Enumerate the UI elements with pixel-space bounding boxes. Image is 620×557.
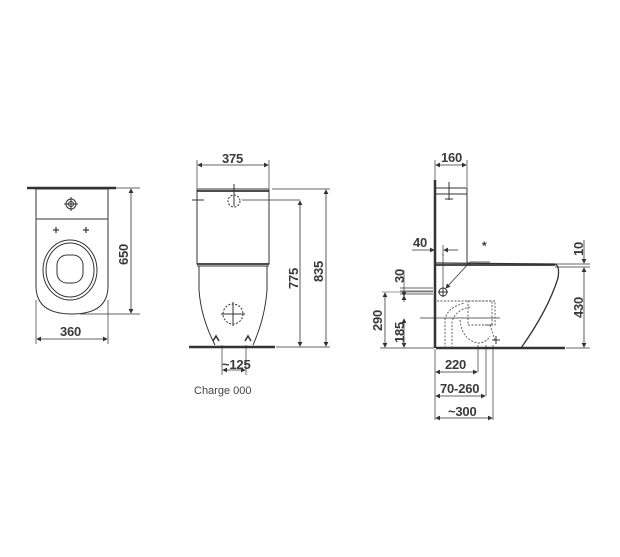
dim-offset: 40 (413, 235, 428, 250)
dim-overall-depth: ~300 (448, 404, 477, 419)
mounting-hole-icon (53, 227, 89, 233)
note-marker: * (482, 239, 487, 253)
dim-total-height: 835 (311, 260, 326, 282)
dim-inlet-height: 290 (370, 309, 385, 331)
dim-rim-gap: 10 (571, 241, 586, 256)
dim-inlet-gap: 30 (392, 268, 407, 283)
variant-caption: Charge 000 (194, 385, 252, 397)
water-inlet-icon (438, 287, 448, 297)
flush-button-icon (64, 197, 78, 211)
top-view (27, 186, 140, 344)
front-view (189, 160, 330, 375)
dim-top-depth: 650 (116, 243, 131, 265)
dim-outlet-height: 775 (286, 267, 301, 289)
dim-cistern-depth: 160 (441, 150, 463, 165)
dim-top-width: 360 (60, 324, 82, 339)
side-view (380, 160, 590, 421)
flush-valve-icon (227, 194, 241, 208)
dim-outlet-range: 70-260 (440, 381, 480, 396)
dim-seat-height: 430 (571, 296, 586, 318)
trap-outline (437, 300, 496, 348)
dim-fixing-spacing: ~125 (222, 357, 251, 372)
dim-outlet-center: 185 (392, 321, 407, 343)
dim-front-width: 375 (222, 151, 244, 166)
dim-outlet-distance: 220 (445, 357, 467, 372)
